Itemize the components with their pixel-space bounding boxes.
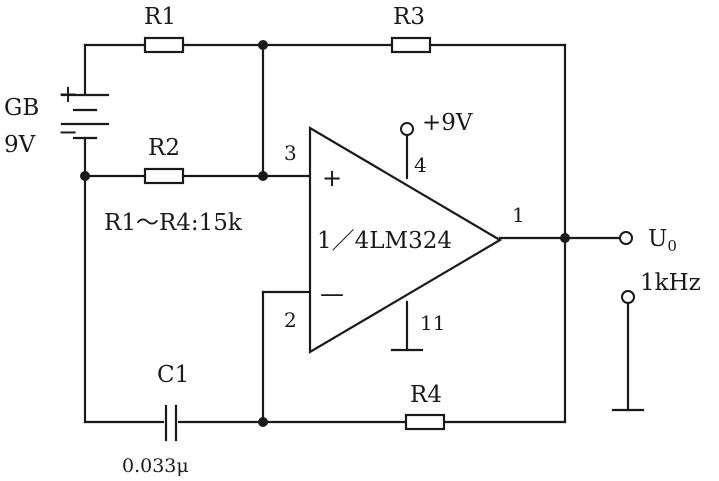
resistor-value-note: R1～R4:15k (104, 210, 243, 236)
battery-voltage: 9V (4, 132, 36, 158)
battery-plus-sign: + (58, 80, 78, 108)
battery-minus-sign: − (58, 118, 78, 146)
supply-terminal (400, 122, 414, 136)
supply-voltage-label: +9V (422, 110, 473, 136)
pin-2-label: 2 (284, 308, 297, 332)
battery-gb (60, 93, 110, 140)
label-r2: R2 (148, 135, 180, 161)
opamp-label: 1／4LM324 (317, 228, 452, 254)
output-frequency: 1kHz (640, 270, 701, 296)
resistor-r4 (404, 413, 446, 431)
output-label: U0 (648, 226, 677, 255)
pin-11-label: 11 (420, 311, 445, 335)
ground-terminal (621, 290, 635, 304)
opamp-triangle (308, 126, 503, 354)
label-c1: C1 (157, 362, 189, 388)
output-name: U (648, 226, 667, 252)
resistor-r3 (390, 36, 432, 54)
output-terminal (619, 231, 633, 245)
battery-name: GB (4, 95, 39, 121)
pin-1-label: 1 (512, 203, 525, 227)
opamp-plus-input-sign: + (322, 164, 342, 192)
label-r1: R1 (144, 4, 176, 30)
label-r4: R4 (410, 382, 442, 408)
label-r3: R3 (393, 4, 425, 30)
capacitor-value: 0.033μ (122, 455, 189, 477)
output-subscript: 0 (667, 237, 677, 255)
pin-4-label: 4 (414, 153, 427, 177)
resistor-r2 (143, 167, 185, 185)
resistor-r1 (143, 36, 185, 54)
junction-dots (80, 40, 570, 427)
opamp-minus-input-sign: — (320, 280, 344, 308)
capacitor-c1 (164, 404, 178, 442)
pin-3-label: 3 (284, 141, 297, 165)
